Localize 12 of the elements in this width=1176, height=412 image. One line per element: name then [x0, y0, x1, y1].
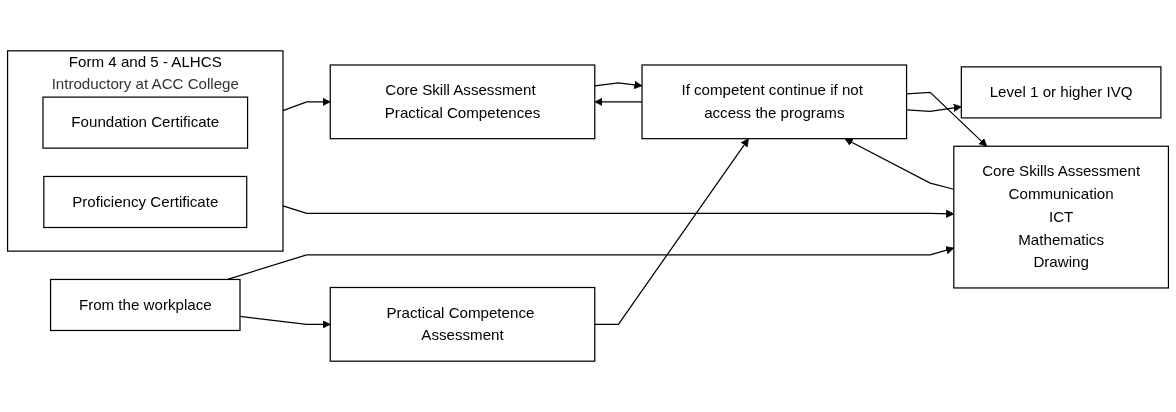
node-box: Practical Competence Assessment: [329, 286, 596, 362]
node-box: Foundation Certificate: [42, 96, 249, 149]
node-box: Core Skills Assessment Communication ICT Mathematics Drawing: [953, 145, 1170, 289]
arrow: [594, 97, 643, 106]
node-box: Proficiency Certificate: [43, 175, 248, 229]
arrow: [594, 80, 643, 89]
node-box: Level 1 or higher IVQ: [960, 66, 1162, 119]
arrow: [594, 138, 749, 325]
node-box: From the workplace: [49, 278, 241, 332]
node-box: Core Skill Assessment Practical Competences: [329, 64, 596, 140]
arrow: [239, 315, 331, 329]
node-box: If competent continue if not access the programs: [641, 64, 908, 140]
